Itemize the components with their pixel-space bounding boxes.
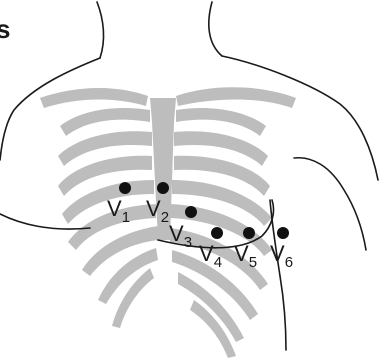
right-flank: [280, 276, 286, 350]
corner-glyph: s: [0, 14, 10, 44]
electrode-v6: [277, 227, 289, 239]
left-pectoral: [0, 214, 90, 229]
neck-right: [209, 2, 222, 56]
lead-label-v3: V3: [169, 221, 192, 251]
lead-label-v6: V6: [270, 241, 293, 271]
electrode-v3: [185, 206, 197, 218]
right-side: [294, 158, 366, 250]
electrode-v4: [211, 227, 223, 239]
neck-left: [97, 2, 104, 58]
right-rib-8: [178, 272, 244, 342]
right-clavicle: [176, 87, 296, 108]
electrode-v5: [243, 227, 255, 239]
left-clavicle: [40, 88, 148, 108]
electrode-v2: [157, 182, 169, 194]
electrode-v1: [119, 182, 131, 194]
torso-outline: [0, 2, 378, 350]
